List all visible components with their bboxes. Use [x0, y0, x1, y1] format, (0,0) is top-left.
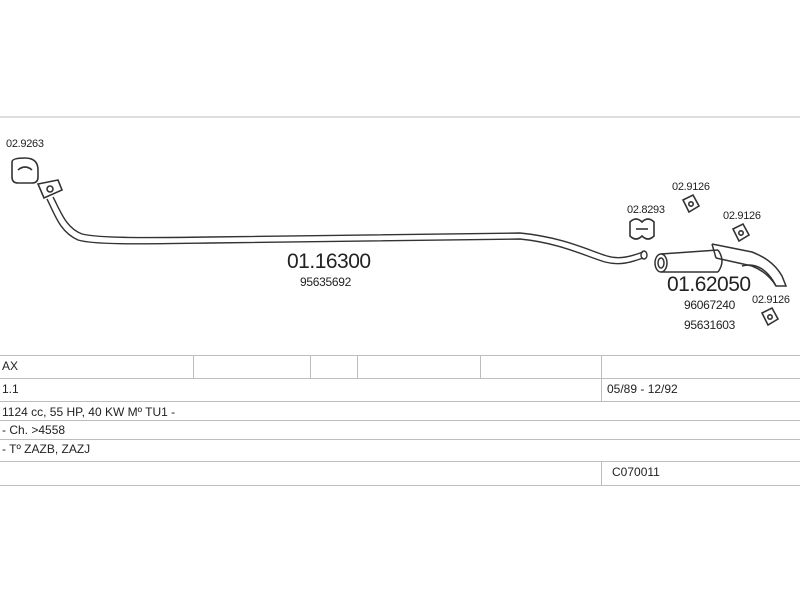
table-col-rule	[310, 355, 311, 378]
rear-silencer-number: 01.62050	[667, 273, 751, 296]
table-rule	[0, 420, 800, 421]
front-clamp-label: 02.9263	[6, 138, 44, 150]
mount-top-part	[681, 193, 701, 214]
front-clamp-part	[11, 157, 39, 184]
front-flange-part	[36, 179, 64, 200]
table-rule	[0, 355, 800, 356]
table-col-rule	[357, 355, 358, 378]
rear-silencer-oem-1: 96067240	[684, 298, 735, 312]
mount-mid-part	[731, 222, 751, 243]
table-rule	[0, 401, 800, 402]
mount-mid-label: 02.9126	[723, 210, 761, 222]
table-rule	[0, 485, 800, 486]
table-col-rule	[601, 355, 602, 401]
mount-top-label: 02.9126	[672, 181, 710, 193]
middle-clamp-label: 02.8293	[627, 204, 665, 216]
years-cell: 05/89 - 12/92	[607, 382, 678, 396]
mount-bottom-part	[760, 306, 780, 327]
table-col-rule	[601, 461, 602, 485]
table-col-rule	[480, 355, 481, 378]
rear-silencer-part	[654, 243, 788, 287]
front-pipe-number: 01.16300	[287, 250, 371, 273]
kit-code-cell: C070011	[612, 465, 660, 479]
table-col-rule	[193, 355, 194, 378]
engine-cell: 1.1	[2, 382, 19, 396]
spec-cell: 1124 cc, 55 HP, 40 KW Mº TU1 -	[2, 405, 176, 419]
model-cell: AX	[2, 359, 19, 373]
type-codes-cell: - Tº ZAZB, ZAZJ	[2, 442, 91, 456]
mount-bottom-label: 02.9126	[752, 294, 790, 306]
table-rule	[0, 378, 800, 379]
table-rule	[0, 461, 800, 462]
table-rule	[0, 439, 800, 440]
front-pipe-part	[46, 196, 648, 265]
middle-clamp-part	[629, 218, 655, 240]
rear-silencer-oem-2: 95631603	[684, 318, 735, 332]
chassis-cell: - Ch. >4558	[2, 423, 66, 437]
front-pipe-oem: 95635692	[300, 275, 351, 289]
